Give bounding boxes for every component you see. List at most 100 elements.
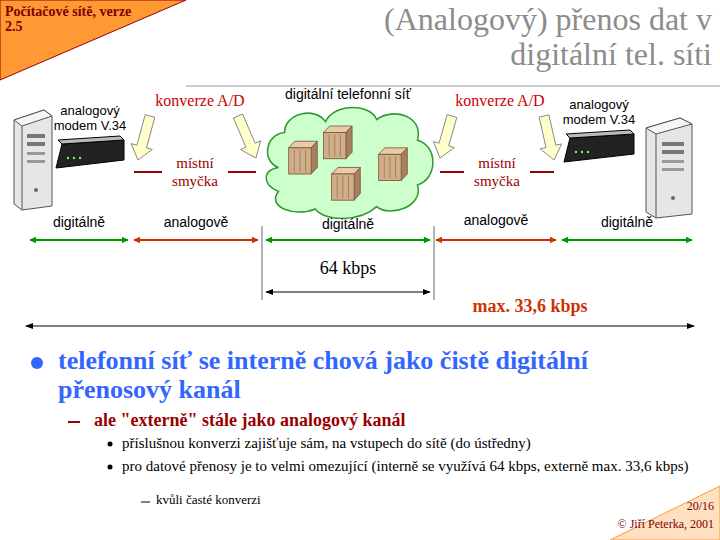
layout-shape xyxy=(379,154,402,180)
layout-shape xyxy=(289,148,312,174)
modem: analogový modem V.34 xyxy=(48,104,132,178)
layout-shape xyxy=(354,168,360,201)
layout-shape xyxy=(22,126,23,210)
layout-shape xyxy=(646,118,692,218)
layout-shape xyxy=(395,157,396,179)
conversion-arrow xyxy=(539,115,562,160)
switch-symbol xyxy=(289,141,318,174)
header-rule xyxy=(186,86,720,87)
switch-symbol xyxy=(379,148,408,181)
bullet-mark xyxy=(68,421,80,423)
cloud-outline xyxy=(266,108,433,219)
layout-shape xyxy=(79,157,81,159)
analog-span xyxy=(436,239,556,241)
layout-shape xyxy=(34,188,38,192)
layout-shape xyxy=(348,176,349,198)
bullet-mark xyxy=(141,502,150,503)
digital-span xyxy=(266,239,430,241)
layout-shape xyxy=(27,160,45,163)
bullet-mark xyxy=(108,465,113,470)
page-number: 20/16 xyxy=(600,500,714,514)
bullet-mark xyxy=(108,442,113,447)
layout-shape xyxy=(323,133,346,159)
layout-shape xyxy=(656,134,657,218)
analog-span xyxy=(134,239,258,241)
bullet-text: ale "externě" stále jako analogový kanál xyxy=(94,410,694,431)
layout-shape xyxy=(342,176,343,198)
layout-shape xyxy=(389,157,390,179)
modem-top xyxy=(566,130,634,138)
layout-shape xyxy=(14,110,52,210)
segment-label: digitálně xyxy=(24,214,134,230)
layout-shape xyxy=(332,174,355,200)
switch-symbol xyxy=(323,126,352,159)
layout-shape xyxy=(329,135,330,157)
layout-shape xyxy=(27,152,45,155)
switch-symbol xyxy=(332,168,361,201)
segment-label: digitálně xyxy=(268,216,428,232)
layout-shape xyxy=(401,148,407,181)
modem-shape xyxy=(556,128,642,172)
cloud-shape xyxy=(258,102,438,222)
course-name: Počítačové sítě, verze 2.5 xyxy=(5,4,145,35)
layout-shape xyxy=(14,110,52,126)
network-cloud: digitální telefonní síť xyxy=(258,86,438,222)
tick-line xyxy=(262,226,263,300)
layout-shape xyxy=(587,151,589,153)
slide-title: (Analogový) přenos dat v digitální tel. … xyxy=(300,2,712,71)
tick-line xyxy=(434,226,435,300)
header-corner xyxy=(0,0,186,80)
modem-label: analogový modem V.34 xyxy=(556,98,642,128)
conversion-label: konverze A/D xyxy=(440,92,560,110)
layout-shape xyxy=(27,142,45,146)
bullet-text: telefonní síť se interně chová jako čist… xyxy=(58,346,618,404)
computer-right xyxy=(646,118,692,218)
bullet-text: příslušnou konverzi zajišťuje sám, na vs… xyxy=(122,435,712,452)
segment-label: analogově xyxy=(436,212,556,228)
modem: analogový modem V.34 xyxy=(556,98,642,172)
modem-shape xyxy=(48,134,132,178)
bullet-text: kvůli časté konverzi xyxy=(156,493,456,508)
layout-shape xyxy=(305,150,306,172)
rate-label: 64 kbps xyxy=(268,258,428,279)
layout-shape xyxy=(662,150,684,154)
layout-shape xyxy=(334,135,335,157)
network-label: digitální telefonní síť xyxy=(258,86,438,102)
layout-shape xyxy=(662,142,684,146)
layout-shape xyxy=(311,141,317,174)
conversion-arrow xyxy=(433,115,457,158)
segment-label: digitálně xyxy=(562,214,692,230)
computer-left xyxy=(14,110,52,210)
digital-span xyxy=(562,239,692,241)
conversion-arrow xyxy=(131,115,155,160)
bullet-mark xyxy=(31,357,43,369)
conversion-arrow xyxy=(233,114,260,158)
digital-span xyxy=(30,239,128,241)
conversion-label: konverze A/D xyxy=(140,92,260,110)
layout-shape xyxy=(662,168,684,171)
layout-shape xyxy=(27,134,45,138)
dimension-arrow xyxy=(26,326,694,327)
modem-label: analogový modem V.34 xyxy=(48,104,132,134)
segment-label: analogově xyxy=(136,214,256,230)
layout-shape xyxy=(646,118,692,134)
layout-shape xyxy=(340,135,341,157)
layout-shape xyxy=(294,150,295,172)
layout-shape xyxy=(662,160,684,163)
modem-top xyxy=(58,136,124,144)
layout-shape xyxy=(671,196,675,200)
edge-label: místní smyčka xyxy=(464,153,530,191)
dimension-arrow xyxy=(266,292,430,293)
layout-shape xyxy=(67,157,69,159)
layout-shape xyxy=(337,176,338,198)
layout-shape xyxy=(384,157,385,179)
edge-label: místní smyčka xyxy=(162,153,228,191)
copyright: © Jiří Peterka, 2001 xyxy=(560,518,714,532)
layout-shape xyxy=(575,151,577,153)
layout-shape xyxy=(346,126,352,159)
bullet-text: pro datové přenosy je to velmi omezující… xyxy=(122,458,712,475)
layout-shape xyxy=(581,151,583,153)
layout-shape xyxy=(299,150,300,172)
